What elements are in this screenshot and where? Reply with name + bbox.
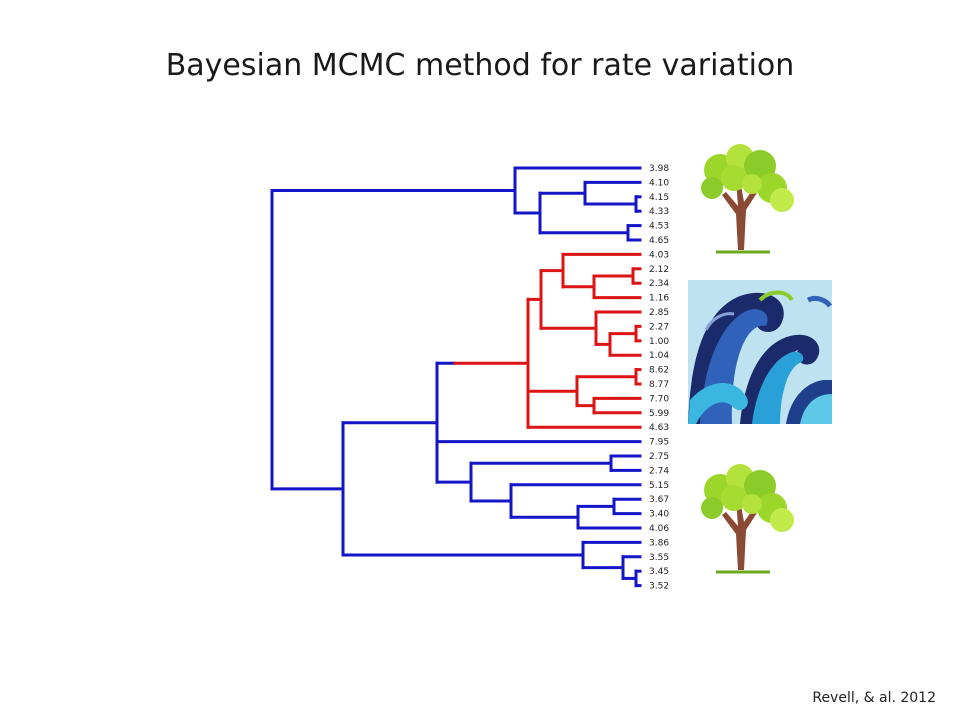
- tip-label: 1.04: [649, 351, 669, 361]
- tip-label: 3.40: [649, 510, 669, 520]
- tip-label: 2.34: [649, 279, 669, 289]
- tip-label: 4.33: [649, 207, 669, 217]
- tip-label: 5.99: [649, 409, 669, 419]
- tip-label: 4.15: [649, 193, 669, 203]
- tip-label: 3.45: [649, 567, 669, 577]
- tip-label: 2.12: [649, 265, 669, 275]
- tip-label: 4.65: [649, 236, 669, 246]
- tree-icon: [701, 464, 794, 574]
- tip-label: 4.53: [649, 222, 669, 232]
- tip-label: 8.77: [649, 380, 669, 390]
- waves-icon: [688, 280, 833, 424]
- tip-label: 4.63: [649, 423, 669, 433]
- tip-label: 4.03: [649, 250, 669, 260]
- tip-label: 8.62: [649, 366, 669, 376]
- tip-label: 3.55: [649, 553, 669, 563]
- tip-label: 1.16: [649, 294, 669, 304]
- tip-label: 3.86: [649, 538, 669, 548]
- tree-icon: [701, 144, 794, 254]
- tip-label: 4.06: [649, 524, 669, 534]
- tip-label: 3.98: [649, 164, 669, 174]
- tip-label: 3.67: [649, 495, 669, 505]
- citation: Revell, & al. 2012: [812, 690, 936, 706]
- tip-label: 3.52: [649, 582, 669, 592]
- tip-label: 2.75: [649, 452, 669, 462]
- tip-label: 1.00: [649, 337, 669, 347]
- tree-branches: [270, 166, 642, 588]
- slide-title: Bayesian MCMC method for rate variation: [165, 48, 795, 83]
- tip-label: 5.15: [649, 481, 669, 491]
- tip-label: 2.74: [649, 466, 669, 476]
- tip-labels: 3.98 4.10 4.15 4.33 4.53 4.65 4.03 2.12 2.34 1.16…: [649, 164, 669, 592]
- tip-label: 7.70: [649, 394, 669, 404]
- tip-label: 4.10: [649, 178, 669, 188]
- tip-label: 2.85: [649, 308, 669, 318]
- tip-label: 2.27: [649, 322, 669, 332]
- tip-label: 7.95: [649, 438, 669, 448]
